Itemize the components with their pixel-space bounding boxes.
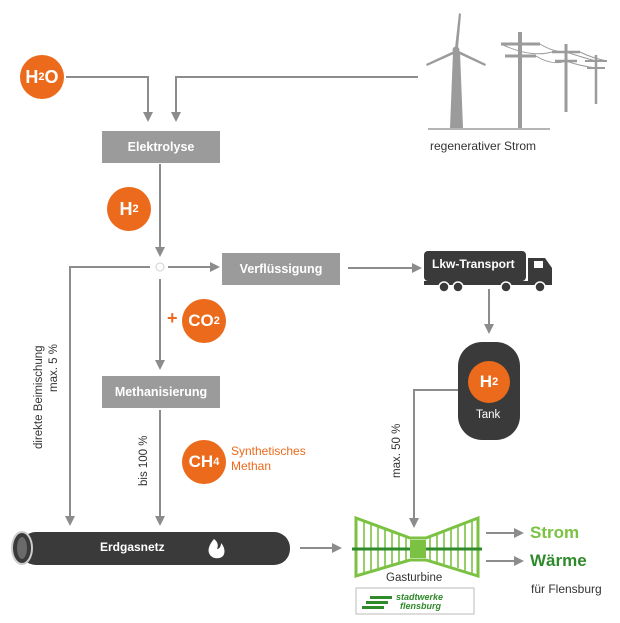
max-50-label: max. 50 % bbox=[391, 423, 403, 478]
power-output-label: Strom bbox=[530, 523, 580, 542]
truck-icon bbox=[424, 251, 552, 293]
liquefaction-box: Verflüssigung bbox=[222, 253, 340, 285]
flame-icon bbox=[208, 539, 225, 559]
arrow-tank-to-turbine bbox=[409, 389, 458, 528]
up-to-100-label: bis 100 % bbox=[138, 435, 150, 486]
water-tail: O bbox=[44, 66, 59, 87]
renewable-power-label: regenerativer Strom bbox=[430, 139, 537, 153]
water-main: H bbox=[25, 66, 39, 87]
co2-main: CO bbox=[188, 311, 214, 330]
tank-label: Tank bbox=[476, 409, 501, 421]
gas-turbine-icon bbox=[352, 515, 482, 579]
water-sub: 2 bbox=[38, 71, 45, 83]
arrow-junction-to-grid-direct bbox=[65, 266, 150, 526]
stadtwerke-logo bbox=[355, 587, 475, 615]
electrolysis-box: Elektrolyse bbox=[102, 131, 220, 163]
arrow-water-to-electrolysis bbox=[66, 76, 153, 122]
methane-main: CH bbox=[188, 452, 214, 471]
power-pylon-icon bbox=[500, 32, 608, 128]
arrow-power-to-electrolysis bbox=[171, 76, 418, 122]
co2-sub: 2 bbox=[213, 315, 220, 327]
tank-hydrogen-main: H bbox=[479, 372, 493, 391]
methane-label-line1: Synthetisches bbox=[231, 444, 306, 458]
gas-grid-label: Erdgasnetz bbox=[100, 540, 165, 554]
gas-turbine-label: Gasturbine bbox=[386, 572, 443, 584]
direct-mixing-label: direkte Beimischung bbox=[33, 345, 45, 449]
hydrogen-sub: 2 bbox=[132, 203, 139, 215]
methane-sub: 4 bbox=[213, 456, 220, 468]
truck-transport-label: Lkw-Transport bbox=[432, 257, 515, 271]
connector-lines bbox=[65, 76, 524, 566]
wind-turbine-icon bbox=[426, 13, 486, 128]
hydrogen-main: H bbox=[119, 198, 133, 219]
logo-text-line2: flensburg bbox=[400, 601, 442, 611]
methanation-box: Methanisierung bbox=[102, 376, 220, 408]
heat-output-label: Wärme bbox=[530, 551, 587, 570]
methane-label-line2: Methan bbox=[231, 459, 272, 473]
junction-dot bbox=[155, 262, 165, 272]
for-flensburg-label: für Flensburg bbox=[531, 582, 602, 596]
co2-plus: + bbox=[167, 308, 178, 328]
direct-mixing-max-label: max. 5 % bbox=[48, 344, 60, 392]
logo-text-line1: stadtwerke bbox=[396, 592, 444, 602]
gas-grid-pipe bbox=[11, 531, 290, 565]
tank-hydrogen-sub: 2 bbox=[492, 376, 499, 388]
